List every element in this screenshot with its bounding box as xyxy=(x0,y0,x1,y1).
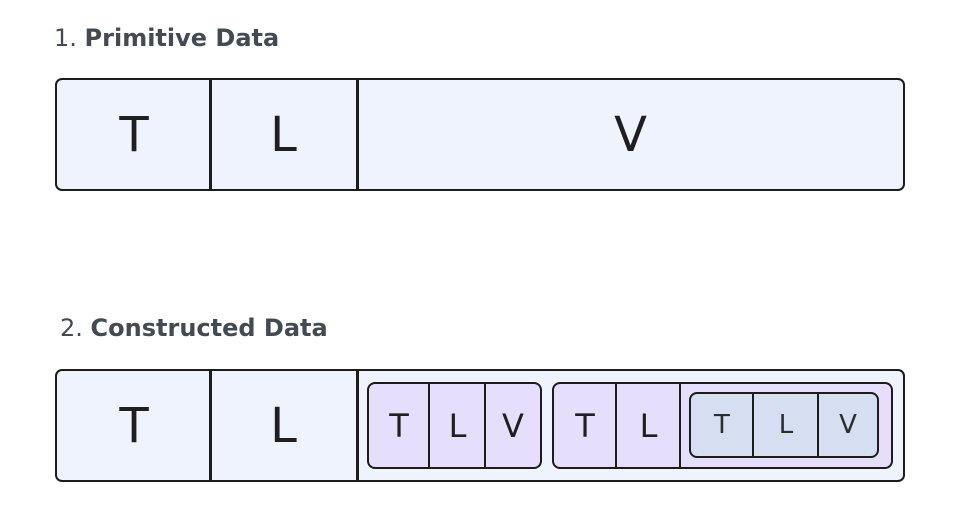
field-divider xyxy=(615,384,617,467)
constructed-tlv-bar: T L T L V T L T L V xyxy=(55,369,905,482)
field-divider xyxy=(484,384,486,467)
field-divider xyxy=(356,80,359,189)
nested-value-field: V xyxy=(839,410,857,440)
section-title: Primitive Data xyxy=(84,24,280,52)
length-field: L xyxy=(270,106,297,163)
section-heading-constructed: 2. Constructed Data xyxy=(60,314,328,342)
nested-length-field: L xyxy=(778,410,794,440)
field-divider xyxy=(209,80,212,189)
tag-field: T xyxy=(119,397,149,454)
length-field: L xyxy=(270,397,297,454)
section-heading-primitive: 1. Primitive Data xyxy=(54,24,279,52)
field-divider xyxy=(817,394,819,456)
tag-field: T xyxy=(119,106,149,163)
nested-tag-field: T xyxy=(714,410,730,440)
section-title: Constructed Data xyxy=(90,314,328,342)
section-number: 2. xyxy=(60,314,83,342)
field-divider xyxy=(428,384,430,467)
inner-tag-field: T xyxy=(575,406,595,445)
primitive-tlv-bar: T L V xyxy=(55,78,905,191)
inner-tag-field: T xyxy=(389,406,409,445)
inner-tlv-element-1: T L V xyxy=(367,382,542,469)
inner-value-field: V xyxy=(502,406,524,445)
field-divider xyxy=(752,394,754,456)
field-divider xyxy=(209,371,212,480)
field-divider xyxy=(679,384,681,467)
nested-tlv-element: T L V xyxy=(689,392,879,458)
inner-length-field: L xyxy=(448,406,467,445)
inner-tlv-element-2: T L T L V xyxy=(552,382,893,469)
value-field: V xyxy=(614,106,647,163)
field-divider xyxy=(356,371,359,480)
section-number: 1. xyxy=(54,24,77,52)
inner-length-field: L xyxy=(639,406,658,445)
